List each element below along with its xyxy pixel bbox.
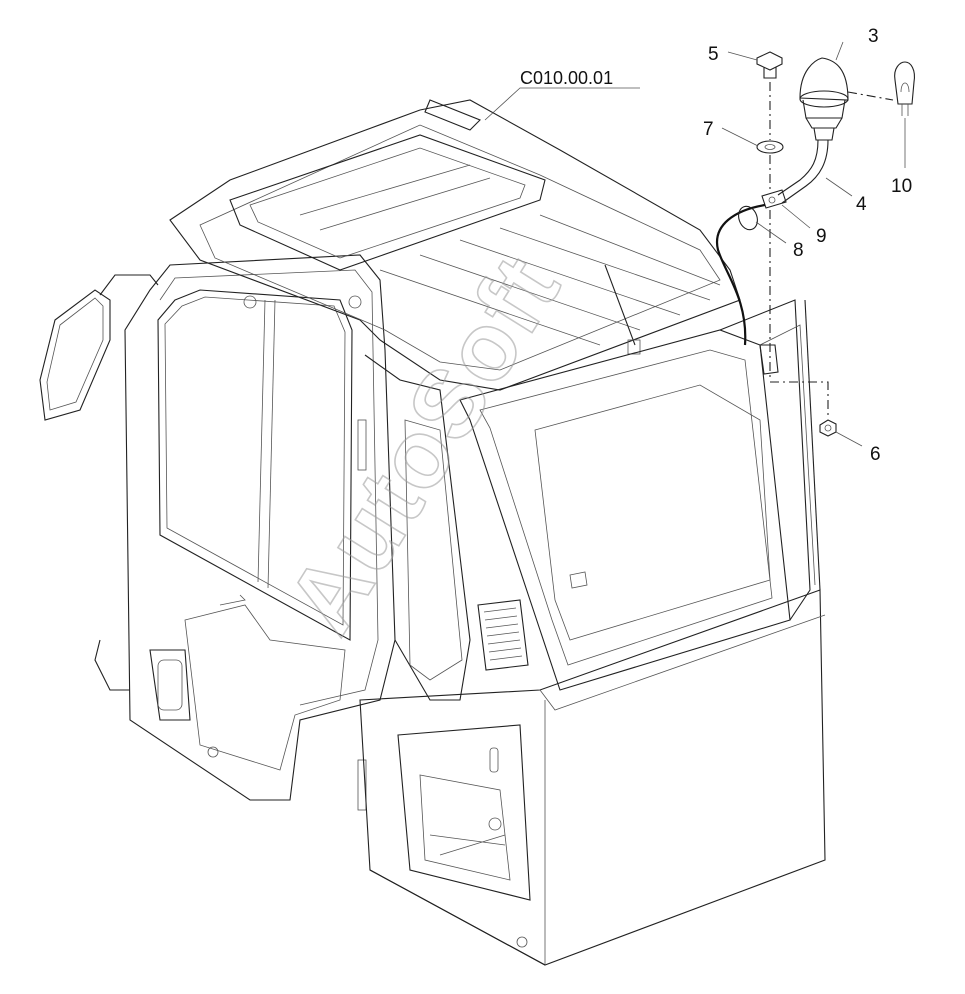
callout-3: 3 <box>868 26 879 47</box>
callout-10: 10 <box>891 176 912 197</box>
watermark: AutoSoft <box>267 237 581 651</box>
reference-label: C010.00.01 <box>520 68 613 88</box>
bulb <box>894 61 915 116</box>
cab-body <box>39 99 826 966</box>
callout-4: 4 <box>856 194 867 215</box>
leader-lines <box>484 41 906 447</box>
callout-6: 6 <box>870 444 881 465</box>
beacon-assembly <box>715 51 915 437</box>
beacon-lamp <box>799 57 849 141</box>
callout-8: 8 <box>793 240 804 261</box>
bolt <box>756 51 783 79</box>
callout-9: 9 <box>816 226 827 247</box>
callout-5: 5 <box>708 44 719 65</box>
callout-7: 7 <box>703 119 714 140</box>
